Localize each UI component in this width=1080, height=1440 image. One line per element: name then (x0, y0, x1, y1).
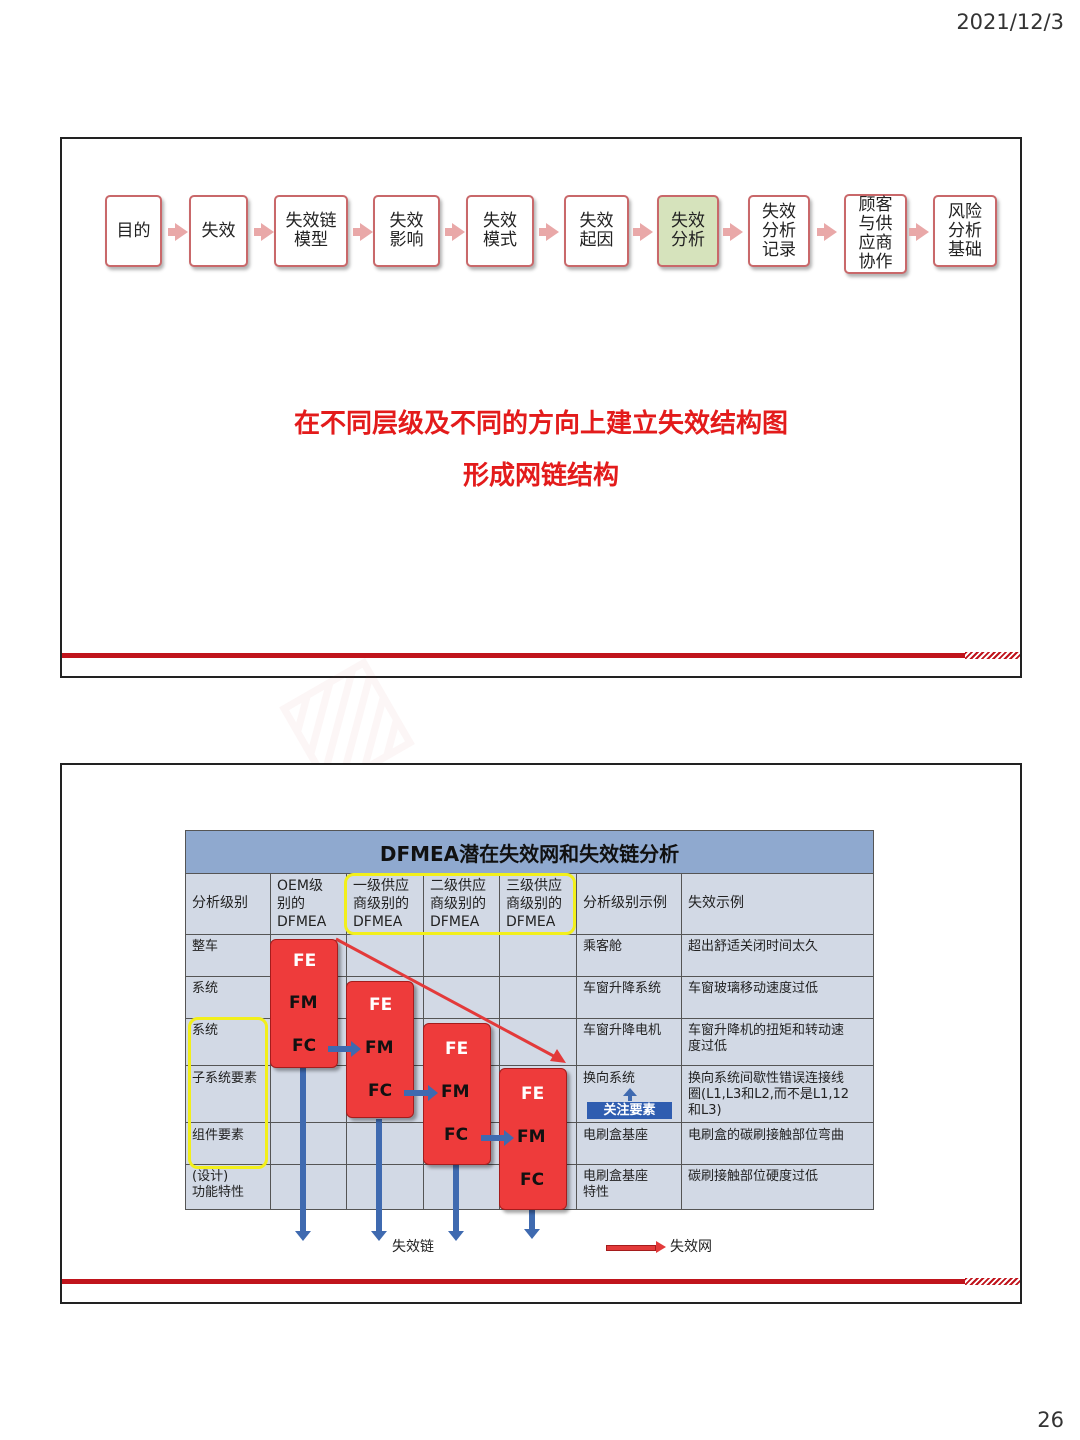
fc-label: FC (520, 1170, 545, 1190)
step-failure-cause: 失效 起因 (564, 195, 629, 267)
row-example-failure: 换向系统间歇性错误连接线 圈(L1,L3和L2,而不是L1,12 和L3) (688, 1071, 850, 1118)
step-failure: 失效 (189, 195, 248, 267)
header-tier3-dfmea: 三级供应 商级别的 DFMEA (506, 878, 562, 930)
header-example-failure: 失效示例 (688, 895, 744, 911)
failure-net-diagonal-arrow (335, 937, 566, 1063)
header-oem-dfmea: OEM级 别的 DFMEA (277, 878, 327, 930)
step-customer-supplier-collaboration: 顾客 与供 应商 协作 (844, 194, 907, 274)
row-level: 整车 (192, 939, 219, 954)
row-example-failure: 超出舒适关闭时间太久 (688, 939, 819, 954)
fe-label: FE (445, 1039, 469, 1059)
element-levels-highlight-box (188, 1017, 268, 1169)
fe-label: FE (521, 1084, 545, 1104)
chain-down-arrow-icon (524, 1208, 540, 1239)
row-example-level: 电刷盒基座 (583, 1128, 649, 1143)
table-title: DFMEA潜在失效网和失效链分析 (186, 831, 873, 874)
header-tier2-dfmea: 二级供应 商级别的 DFMEA (430, 878, 486, 930)
page-date: 2021/12/3 (956, 10, 1064, 34)
slide-footer-bar (62, 652, 1020, 659)
header-analysis-level: 分析级别 (192, 895, 248, 911)
fm-label: FM (517, 1127, 546, 1147)
fc-to-fm-arrow-icon (404, 1085, 438, 1101)
step-arrow-icon (168, 223, 188, 241)
slide-dfmea-failure-net: DFMEA潜在失效网和失效链分析 分析级别 OEM级 别的 DFMEA 一级供应… (60, 763, 1022, 1304)
step-arrow-icon (817, 223, 837, 241)
step-arrow-icon (909, 223, 929, 241)
failure-box-oem (270, 939, 338, 1068)
arrow-up-icon (623, 1088, 637, 1096)
fc-to-fm-arrow-icon (481, 1130, 514, 1146)
step-arrow-icon (633, 223, 653, 241)
chain-down-arrow-icon (295, 1066, 311, 1241)
fc-label: FC (444, 1125, 469, 1145)
row-example-failure: 碳刷接触部位硬度过低 (688, 1169, 819, 1184)
row-level: (设计) 功能特性 (192, 1169, 245, 1200)
supplier-highlight-box (344, 873, 576, 935)
fc-label: FC (292, 1036, 317, 1056)
step-arrow-icon (539, 223, 559, 241)
fe-label: FE (293, 951, 317, 971)
arrow-up-stem-icon (628, 1095, 632, 1101)
slide1-headline-2: 形成网链结构 (462, 461, 619, 491)
row-level: 系统 (192, 981, 219, 996)
failure-net-legend-arrowhead-icon (656, 1241, 666, 1253)
row-example-level: 电刷盒基座 特性 (583, 1169, 649, 1200)
page-number: 26 (1037, 1408, 1064, 1432)
fe-label: FE (369, 995, 393, 1015)
row-level: 组件要素 (192, 1128, 245, 1143)
step-failure-analysis-record: 失效 分析 记录 (748, 195, 810, 267)
header-tier1-dfmea: 一级供应 商级别的 DFMEA (353, 878, 409, 930)
row-example-level: 换向系统 (583, 1071, 636, 1086)
row-example-level: 乘客舱 (583, 939, 623, 954)
failure-net-label: 失效网 (670, 1239, 712, 1255)
row-level: 系统 (192, 1023, 219, 1038)
row-level: 子系统要素 (192, 1071, 258, 1086)
dfmea-table: DFMEA潜在失效网和失效链分析 分析级别 OEM级 别的 DFMEA 一级供应… (185, 830, 874, 1241)
row-example-level: 车窗升降电机 (583, 1023, 662, 1038)
fm-label: FM (441, 1082, 470, 1102)
failure-chain-label: 失效链 (392, 1239, 434, 1255)
fm-label: FM (289, 993, 318, 1013)
step-failure-mode: 失效 模式 (466, 195, 534, 267)
header-example-level: 分析级别示例 (583, 895, 667, 911)
chain-down-arrow-icon (371, 1119, 387, 1241)
chain-down-arrow-icon (448, 1163, 464, 1241)
step-failure-effect: 失效 影响 (373, 195, 440, 267)
row-example-failure: 车窗升降机的扭矩和转动速 度过低 (688, 1023, 845, 1054)
slide-failure-analysis-steps: 目的 失效 失效链 模型 失效 影响 失效 模式 失效 起因 失效 分析 失效 … (60, 137, 1022, 678)
row-example-level: 车窗升降系统 (583, 981, 662, 996)
step-risk-analysis-basis: 风险 分析 基础 (933, 195, 997, 267)
step-failure-analysis: 失效 分析 (657, 195, 719, 267)
row-example-failure: 电刷盒的碳刷接触部位弯曲 (688, 1128, 845, 1143)
fc-label: FC (368, 1081, 393, 1101)
step-arrow-icon (254, 223, 274, 241)
fc-to-fm-arrow-icon (328, 1041, 361, 1057)
fm-label: FM (365, 1038, 394, 1058)
row-example-failure: 车窗玻璃移动速度过低 (688, 981, 819, 996)
failure-net-legend-arrow (606, 1245, 656, 1251)
slide1-headline-1: 在不同层级及不同的方向上建立失效结构图 (293, 409, 788, 439)
step-failure-chain-model: 失效链 模型 (274, 195, 348, 267)
focus-element-badge: 关注要素 (587, 1102, 672, 1119)
step-arrow-icon (723, 223, 743, 241)
step-arrow-icon (353, 223, 373, 241)
step-arrow-icon (445, 223, 465, 241)
step-purpose: 目的 (105, 195, 162, 267)
slide-footer-bar (62, 1278, 1020, 1285)
